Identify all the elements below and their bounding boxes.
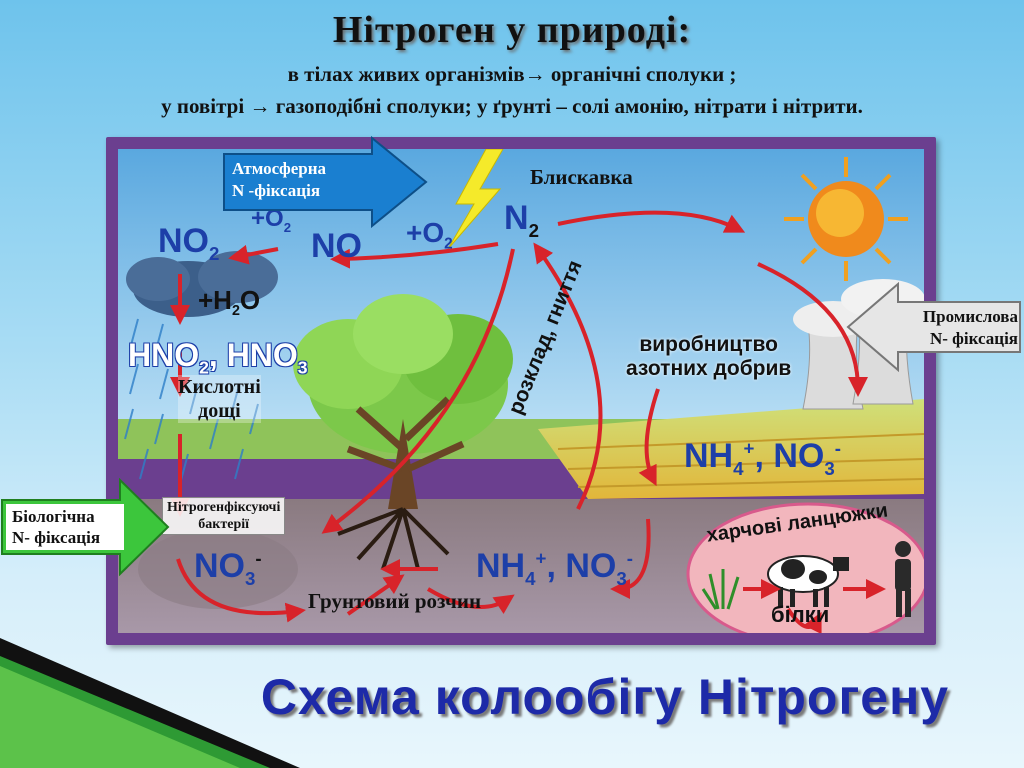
acids-b-text: , HNO xyxy=(208,337,298,373)
h2o-sub: 2 xyxy=(231,303,240,320)
industrial-arrow-shape xyxy=(846,282,1021,372)
sun-icon xyxy=(784,157,908,281)
acids-sub1: 2 xyxy=(199,357,209,378)
field-nh4-no3-formula: NH4+, NO3- xyxy=(684,437,841,480)
acid-rain-line2: дощі xyxy=(198,400,241,422)
h2o-end: O xyxy=(239,285,261,315)
n2-formula: N2 xyxy=(504,199,539,242)
acids-a-text: HNO xyxy=(128,337,200,373)
bottom-title: Схема колообігу Нітрогену xyxy=(260,669,950,725)
soil-no3-tail: , NO xyxy=(546,547,617,585)
bacteria-line1: Нітрогенфіксуючі xyxy=(167,500,281,515)
n2-text: N xyxy=(504,199,529,237)
o2-plus-label: +O2 xyxy=(406,217,453,254)
atmospheric-fixation-callout: Атмосферна N -фіксація xyxy=(222,136,430,228)
no3-soil-formula: NO3- xyxy=(194,547,262,590)
industrial-line2: N- фіксація xyxy=(929,329,1018,348)
atmospheric-line2: N -фіксація xyxy=(232,181,321,200)
proteins-label: білки xyxy=(771,602,830,627)
no2-sub: 2 xyxy=(209,242,220,264)
o2-plus-sub: 2 xyxy=(444,235,453,253)
acid-rain-line1: Кислотні xyxy=(178,376,261,398)
nh4-soil-text: NH xyxy=(476,547,526,585)
biological-fixation-text: Біологічна N- фіксація xyxy=(12,506,100,548)
fertilizer-line1: виробництво xyxy=(639,333,779,356)
field-no3-text: , NO xyxy=(754,437,825,475)
h2o-plus-label: +H2O xyxy=(198,285,260,319)
acids-formula: HNO2, HNO3 xyxy=(128,337,308,378)
no-formula: NO xyxy=(311,227,362,265)
no2-text: NO xyxy=(158,222,209,260)
atmospheric-line1: Атмосферна xyxy=(232,159,327,178)
n2-sub: 2 xyxy=(528,219,539,241)
industrial-fixation-callout: Промислова N- фіксація xyxy=(846,282,1022,372)
biological-fixation-callout: Біологічна N- фіксація xyxy=(0,478,172,576)
bacteria-line2: бактерії xyxy=(198,517,250,532)
soil-no3-sub: 3 xyxy=(616,567,627,589)
no2-formula: NO2 xyxy=(158,222,219,265)
field-no3-sub: 3 xyxy=(824,457,835,479)
field-nh4-sup: + xyxy=(743,437,755,459)
acids-sub2: 3 xyxy=(297,357,308,378)
bacteria-label: Нітрогенфіксуючі бактерії xyxy=(162,497,286,535)
diagram-frame: Блискавка N2 +O2 NO +O2 NO2 +H2O HNO2, H… xyxy=(106,137,936,645)
no3-soil-text: NO xyxy=(194,547,245,585)
fertilizer-line2: азотних добрив xyxy=(626,357,792,380)
biological-line2: N- фіксація xyxy=(12,528,101,547)
atmospheric-fixation-text: Атмосферна N -фіксація xyxy=(232,158,326,202)
nh4-soil-sup: + xyxy=(535,547,547,569)
field-no3-sup: - xyxy=(834,437,841,459)
nh4-no3-soil-formula: NH4+, NO3- xyxy=(476,547,633,590)
field-nh4-text: NH xyxy=(684,437,734,475)
industrial-fixation-text: Промислова N- фіксація xyxy=(886,306,1018,350)
soil-solution-label: Грунтовий розчин xyxy=(308,589,482,613)
lightning-icon xyxy=(447,149,504,250)
subtitle-air-soil: у повітрі → газоподібні сполуки; у ґрунт… xyxy=(161,94,863,118)
o2-plus-sub-2: 2 xyxy=(283,219,292,235)
field-nh4-sub: 4 xyxy=(733,457,744,479)
decorative-swoosh xyxy=(0,638,300,768)
h2o-plus-text: +H xyxy=(198,285,232,315)
cloud-icon xyxy=(126,251,278,317)
nh4-soil-sub: 4 xyxy=(525,567,536,589)
o2-plus-text: +O xyxy=(406,217,445,248)
slide-title: Нітроген у природі: xyxy=(332,9,692,51)
soil-no3-sup: - xyxy=(626,547,633,569)
no3-soil-sub: 3 xyxy=(245,567,256,589)
human-icon xyxy=(895,541,911,617)
biological-line1: Біологічна xyxy=(12,507,95,526)
no3-soil-sup: - xyxy=(255,547,262,569)
subtitle-organisms: в тілах живих організмів→ органічні спол… xyxy=(287,62,737,86)
atmospheric-arrow-shape xyxy=(223,136,428,228)
industrial-line1: Промислова xyxy=(922,307,1018,326)
biological-arrow-shape xyxy=(1,478,170,576)
lightning-label: Блискавка xyxy=(530,165,633,189)
